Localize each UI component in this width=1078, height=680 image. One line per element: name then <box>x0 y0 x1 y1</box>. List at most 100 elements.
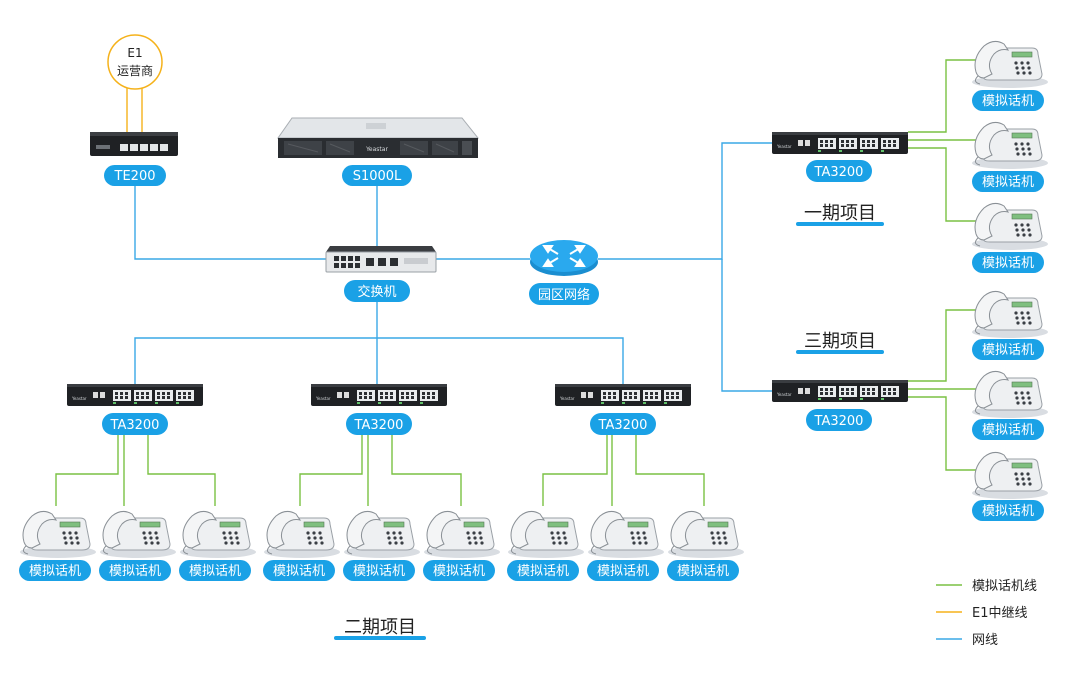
phone-bottom-label-6: 模拟话机 <box>433 564 485 579</box>
phase3-title: 三期项目 <box>796 331 884 354</box>
phone-right-label-2: 模拟话机 <box>982 175 1034 190</box>
phone-bottom-label-3: 模拟话机 <box>189 564 241 579</box>
telephone-icon <box>343 510 421 559</box>
phase2-title-text: 二期项目 <box>344 617 416 638</box>
phone-bottom-6[interactable]: 模拟话机 <box>423 510 501 581</box>
e1-provider-node: E1 运营商 <box>107 34 163 90</box>
phone-bottom-9[interactable]: 模拟话机 <box>667 510 745 581</box>
te200-label: TE200 <box>104 165 166 186</box>
te200-device[interactable] <box>90 132 178 156</box>
phone-bottom-8[interactable]: 模拟话机 <box>587 510 665 581</box>
phone-bottom-label-4: 模拟话机 <box>273 564 325 579</box>
net-line-phase2-bus <box>134 337 624 384</box>
legend-item-network: 网线 <box>936 633 998 648</box>
telephone-icon <box>971 202 1049 251</box>
phone-bottom-label-5: 模拟话机 <box>353 564 405 579</box>
campus-network-label-text: 园区网络 <box>538 287 590 303</box>
ta3200-phase2-label-1: TA3200 <box>102 413 168 435</box>
telephone-icon <box>423 510 501 559</box>
telephone-icon <box>587 510 665 559</box>
phone-right-label-3: 模拟话机 <box>982 256 1034 271</box>
phone-bottom-7[interactable]: 模拟话机 <box>507 510 585 581</box>
campus-network-node[interactable] <box>530 240 598 276</box>
ta3200-phase1-label-text: TA3200 <box>814 165 864 180</box>
phone-bottom-label-2: 模拟话机 <box>109 564 161 579</box>
phase1-title: 一期项目 <box>796 203 884 226</box>
legend-item-analog: 模拟话机线 <box>936 579 1037 594</box>
ta3200-phase1-label: TA3200 <box>806 160 872 182</box>
phone-bottom-label-9: 模拟话机 <box>677 564 729 579</box>
ta3200-phase2-device-1[interactable] <box>67 384 203 406</box>
switch-device[interactable] <box>325 246 437 273</box>
phase3-underline <box>796 350 884 354</box>
s1000l-server[interactable]: Yeastar <box>277 117 480 158</box>
legend: 模拟话机线 E1中继线 网线 <box>936 579 1037 648</box>
analog-lines <box>55 59 978 506</box>
phone-bottom-label-8: 模拟话机 <box>597 564 649 579</box>
telephone-icon <box>971 121 1049 170</box>
e1-provider-circle <box>107 34 163 90</box>
phone-bottom-5[interactable]: 模拟话机 <box>343 510 421 581</box>
phone-right-label-1: 模拟话机 <box>982 94 1034 109</box>
phone-right-2[interactable]: 模拟话机 <box>971 121 1049 192</box>
s1000l-label: S1000L <box>342 165 412 186</box>
legend-label-network: 网线 <box>972 633 998 648</box>
net-line-phase3 <box>721 259 775 392</box>
phone-right-4[interactable]: 模拟话机 <box>971 290 1049 360</box>
phone-right-label-4: 模拟话机 <box>982 343 1034 358</box>
phone-bottom-label-1: 模拟话机 <box>29 564 81 579</box>
svg-text:Yeastar: Yeastar <box>365 146 388 153</box>
phone-bottom-3[interactable]: 模拟话机 <box>179 510 257 581</box>
phase1-title-text: 一期项目 <box>804 203 876 224</box>
ta3200-phase2-label-3: TA3200 <box>590 413 656 435</box>
telephone-icon <box>179 510 257 559</box>
te200-label-text: TE200 <box>114 169 156 184</box>
phone-right-3[interactable]: 模拟话机 <box>971 202 1049 273</box>
telephone-icon <box>99 510 177 559</box>
telephone-icon <box>971 40 1049 89</box>
phase2-underline <box>334 636 426 640</box>
campus-network-label: 园区网络 <box>529 283 599 305</box>
ta3200-phase2-device-3[interactable] <box>555 384 691 406</box>
phone-right-6[interactable]: 模拟话机 <box>971 451 1049 521</box>
campus-network-top <box>530 240 598 272</box>
phone-right-5[interactable]: 模拟话机 <box>971 370 1049 440</box>
telephone-icon <box>19 510 97 559</box>
phase3-title-text: 三期项目 <box>804 331 876 352</box>
telephone-icon <box>971 370 1049 419</box>
ta3200-phase3-label-text: TA3200 <box>814 414 864 429</box>
ta3200-phase2-label-text-3: TA3200 <box>598 418 648 433</box>
ta3200-phase2-label-text-2: TA3200 <box>354 418 404 433</box>
legend-label-e1: E1中继线 <box>972 606 1028 621</box>
net-line-te200 <box>134 186 330 260</box>
ta3200-phase3-label: TA3200 <box>806 409 872 431</box>
phase1-underline <box>796 222 884 226</box>
e1-provider-line1: E1 <box>127 46 142 60</box>
switch-top <box>326 246 436 252</box>
phone-right-1[interactable]: 模拟话机 <box>971 40 1049 111</box>
ta3200-phase2-label-2: TA3200 <box>346 413 412 435</box>
network-lines <box>134 142 775 392</box>
switch-label: 交换机 <box>344 280 410 302</box>
telephone-icon <box>971 290 1049 339</box>
telephone-icon <box>507 510 585 559</box>
telephone-icon <box>971 451 1049 500</box>
router-arrows-icon <box>542 245 586 267</box>
telephone-icon <box>263 510 341 559</box>
telephone-icon <box>667 510 745 559</box>
legend-label-analog: 模拟话机线 <box>972 579 1037 594</box>
legend-item-e1: E1中继线 <box>936 606 1028 621</box>
ta3200-phase1-device[interactable] <box>772 132 908 154</box>
net-line-phase1 <box>598 142 775 260</box>
e1-lines <box>126 86 143 132</box>
ta3200-phase2-label-text-1: TA3200 <box>110 418 160 433</box>
phone-bottom-1[interactable]: 模拟话机 <box>19 510 97 581</box>
phone-bottom-label-7: 模拟话机 <box>517 564 569 579</box>
phone-bottom-2[interactable]: 模拟话机 <box>99 510 177 581</box>
phone-right-label-6: 模拟话机 <box>982 504 1034 519</box>
e1-provider-line2: 运营商 <box>117 63 153 78</box>
ta3200-phase3-device[interactable] <box>772 380 908 402</box>
ta3200-phase2-device-2[interactable] <box>311 384 447 406</box>
phone-bottom-4[interactable]: 模拟话机 <box>263 510 341 581</box>
